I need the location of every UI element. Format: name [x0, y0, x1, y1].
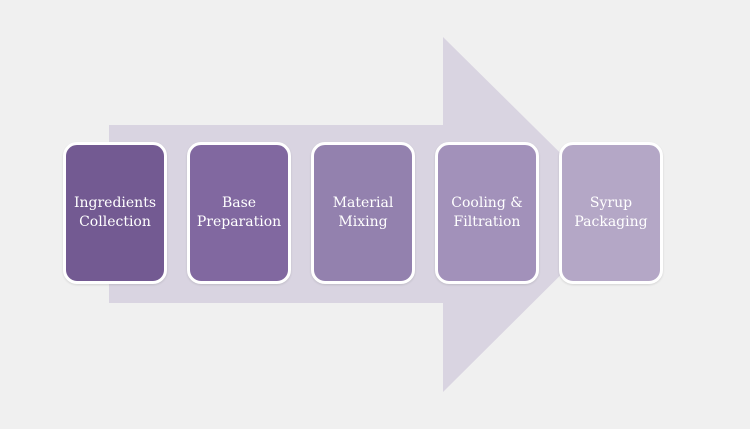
step-cooling-filtration: Cooling & Filtration: [435, 142, 539, 284]
step-material-mixing: Material Mixing: [311, 142, 415, 284]
step-label: Material Mixing: [332, 195, 394, 230]
step-syrup-packaging: Syrup Packaging: [559, 142, 663, 284]
step-label: Base Preparation: [196, 195, 282, 230]
step-ingredients-collection: Ingredients Collection: [63, 142, 167, 284]
step-base-preparation: Base Preparation: [187, 142, 291, 284]
step-label: Syrup Packaging: [574, 195, 648, 230]
step-label: Cooling & Filtration: [451, 195, 523, 230]
step-label: Ingredients Collection: [73, 195, 157, 230]
